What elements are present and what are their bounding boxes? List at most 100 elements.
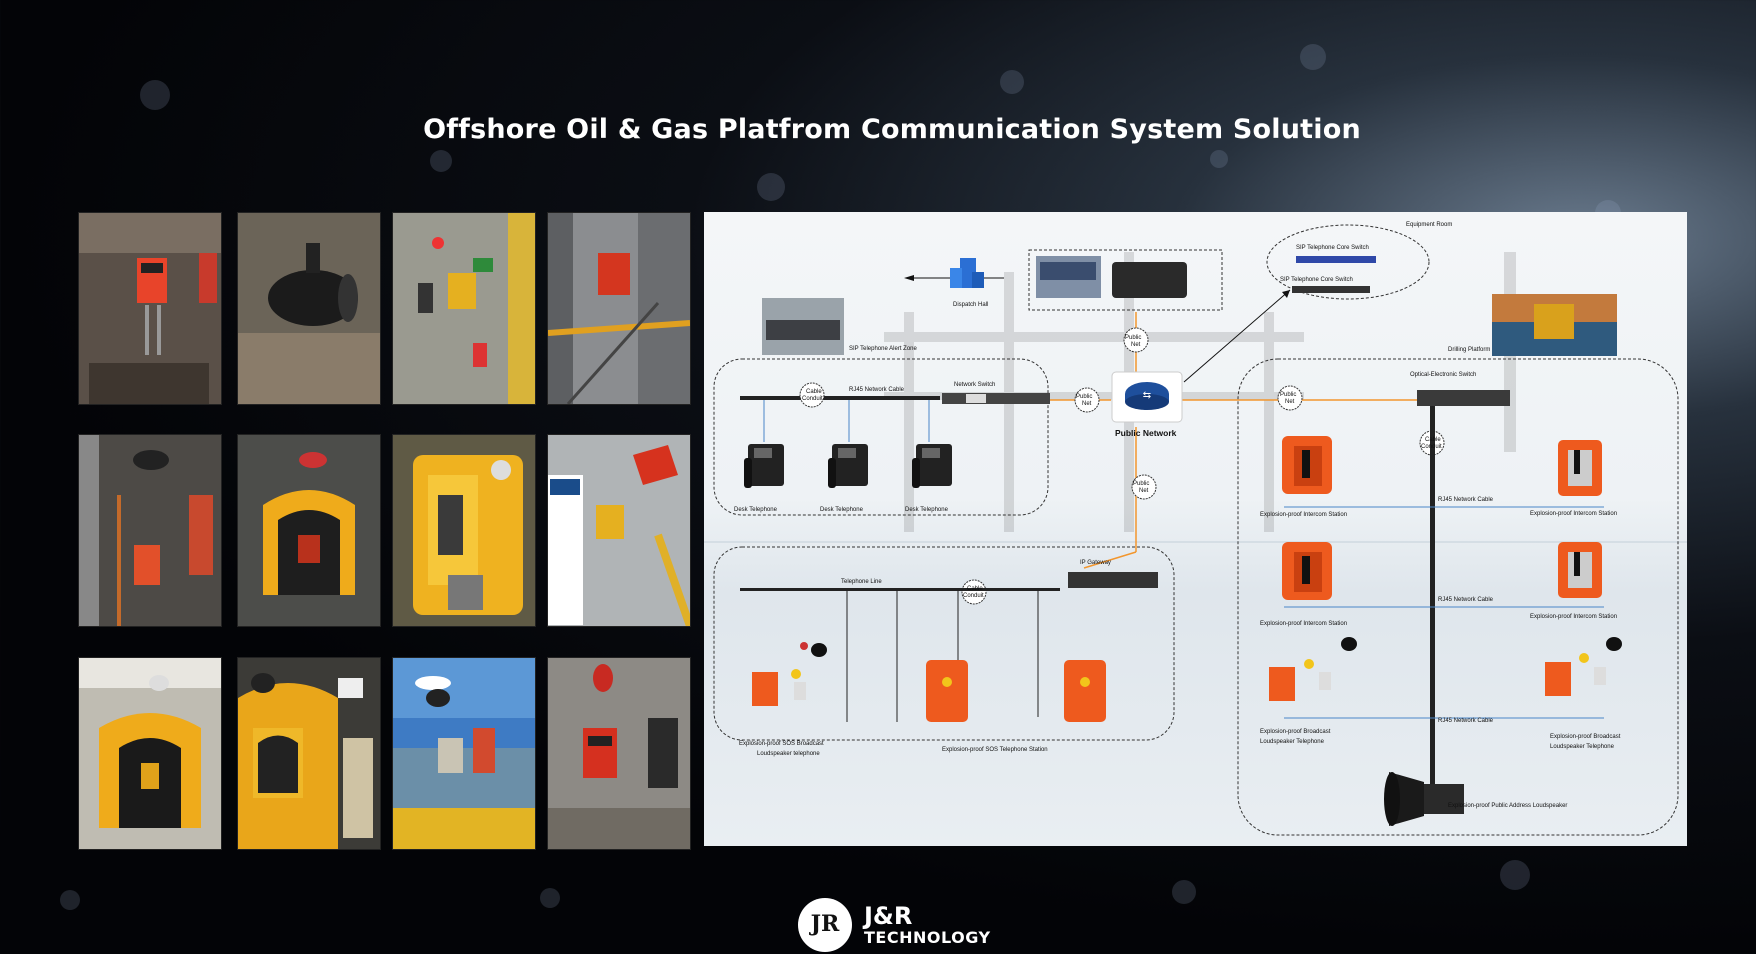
conduit-label: Conduit <box>963 593 984 599</box>
photo-red-phone-stairway <box>547 212 691 405</box>
equipment-room-zone <box>1266 224 1430 300</box>
photo-phone-loudspeaker <box>78 434 222 627</box>
sos-telephone-station-icon <box>926 660 968 722</box>
desk-telephone-icon <box>912 444 952 488</box>
bokeh-dot <box>1000 70 1024 94</box>
photo-yellow-hood-lamp <box>237 657 381 850</box>
photo-sea-view-phone <box>392 657 536 850</box>
conduit-label: Conduit <box>802 396 823 402</box>
intercom-station-label: Explosion-proof Intercom Station <box>1260 621 1347 627</box>
building-icon <box>950 258 984 288</box>
drilling-platform-zone <box>1237 358 1679 836</box>
router-icon: ⇆ <box>1111 371 1183 423</box>
cable-label: Cable <box>1425 437 1441 443</box>
bokeh-dot <box>60 890 80 910</box>
bokeh-dot <box>540 888 560 908</box>
bokeh-dot <box>1300 44 1326 70</box>
sos-station-label: Explosion-proof SOS Telephone Station <box>942 747 1048 753</box>
sip-alert-zone-label: SIP Telephone Alert Zone <box>849 346 917 352</box>
network-switch-label: Network Switch <box>954 382 995 388</box>
core-switch-icon <box>1292 286 1370 293</box>
photo-red-phone <box>78 212 222 405</box>
cable-label: Cable <box>806 389 822 395</box>
photo-yellow-hood-phone <box>78 657 222 850</box>
desk-telephone-label: Desk Telephone <box>820 507 864 513</box>
sos-telephone-station-icon <box>1064 660 1106 722</box>
broadcast-telephone-label: Explosion-proof Broadcast <box>1550 734 1621 740</box>
broadcast-telephone-icon <box>1545 637 1622 696</box>
broadcast-telephone-icon <box>1269 637 1357 701</box>
ip-gateway-label: IP Gateway <box>1080 560 1111 566</box>
logo-mark-icon: JR <box>798 898 852 952</box>
intercom-station-icon <box>1282 542 1332 600</box>
photo-red-phone-beacon <box>547 657 691 850</box>
sos-broadcast-label: Loudspeaker telephone <box>757 751 820 757</box>
rj45-cable-label: RJ45 Network Cable <box>849 387 905 393</box>
desk-telephone-icon <box>744 444 784 488</box>
dispatch-zone <box>1028 249 1223 311</box>
pa-loudspeaker-label: Explosion-proof Public Address Loudspeak… <box>1448 803 1567 809</box>
logo-subtitle: TECHNOLOGY <box>864 928 991 947</box>
telephone-line-label: Telephone Line <box>841 579 882 585</box>
sip-core-switch-label: SIP Telephone Core Switch <box>1296 245 1369 251</box>
bokeh-dot <box>1500 860 1530 890</box>
photo-yellow-hood <box>237 434 381 627</box>
sip-alert-zone <box>713 358 1049 516</box>
optical-switch-label: Optical-Electronic Switch <box>1410 372 1476 378</box>
logo-text: J&R TECHNOLOGY <box>864 903 991 947</box>
ip-gateway-icon <box>1068 572 1158 588</box>
net-label: Net <box>1131 342 1141 348</box>
bokeh-dot <box>757 173 785 201</box>
sos-broadcast-telephone-icon <box>752 642 827 706</box>
dispatch-hall-label: Dispatch Hall <box>953 302 988 308</box>
photo-horn-loudspeaker <box>237 212 381 405</box>
broadcast-telephone-label: Explosion-proof Broadcast <box>1260 729 1331 735</box>
desk-telephone-label: Desk Telephone <box>905 507 949 513</box>
public-label: Public <box>1076 394 1092 400</box>
rj45-cable-label: RJ45 Network Cable <box>1438 597 1494 603</box>
intercom-station-icon <box>1282 436 1332 494</box>
system-diagram: ⇆ <box>704 212 1687 846</box>
bokeh-dot <box>430 150 452 172</box>
core-switch-icon <box>1296 256 1376 263</box>
sip-core-switch-label: SIP Telephone Core Switch <box>1280 277 1353 283</box>
rj45-cable-label: RJ45 Network Cable <box>1438 718 1494 724</box>
page-title: Offshore Oil & Gas Platfrom Communicatio… <box>423 114 1361 146</box>
cable-label: Cable <box>967 586 983 592</box>
public-label: Public <box>1133 481 1149 487</box>
photo-yellow-phone-signs <box>392 212 536 405</box>
desk-telephone-label: Desk Telephone <box>734 507 778 513</box>
desk-telephone-icon <box>828 444 868 488</box>
optical-switch-icon <box>1417 390 1510 406</box>
photo-yellow-phone-sign <box>547 434 691 627</box>
intercom-station-icon <box>1558 440 1602 496</box>
bokeh-dot <box>140 80 170 110</box>
public-label: Public <box>1280 392 1296 398</box>
broadcast-telephone-label: Loudspeaker Telephone <box>1550 744 1615 750</box>
pa-loudspeaker-icon <box>1384 772 1464 826</box>
drilling-platform-label: Drilling Platform <box>1448 347 1490 353</box>
net-label: Net <box>1082 401 1092 407</box>
logo-mark-text: JR <box>810 911 840 937</box>
net-label: Net <box>1285 399 1295 405</box>
sos-broadcast-label: Explosion-proof SOS Broadcast <box>739 741 824 747</box>
photo-yellow-cabinet <box>392 434 536 627</box>
equipment-room-label: Equipment Room <box>1406 222 1452 228</box>
rj45-cable-label: RJ45 Network Cable <box>1438 497 1494 503</box>
bokeh-dot <box>1210 150 1228 168</box>
intercom-station-label: Explosion-proof Intercom Station <box>1530 511 1617 517</box>
company-logo: JR J&R TECHNOLOGY <box>798 898 991 952</box>
broadcast-telephone-label: Loudspeaker Telephone <box>1260 739 1325 745</box>
dispatch-console-icon <box>1112 262 1187 298</box>
public-network-label: Public Network <box>1115 428 1177 438</box>
intercom-station-icon <box>1558 542 1602 598</box>
bokeh-dot <box>1172 880 1196 904</box>
public-label: Public <box>1125 335 1141 341</box>
intercom-station-label: Explosion-proof Intercom Station <box>1530 614 1617 620</box>
intercom-station-label: Explosion-proof Intercom Station <box>1260 512 1347 518</box>
network-switch-icon <box>942 393 1050 404</box>
conduit-label: Conduit <box>1421 444 1442 450</box>
svg-text:⇆: ⇆ <box>1143 390 1151 401</box>
net-label: Net <box>1139 488 1149 494</box>
logo-name: J&R <box>864 902 913 930</box>
